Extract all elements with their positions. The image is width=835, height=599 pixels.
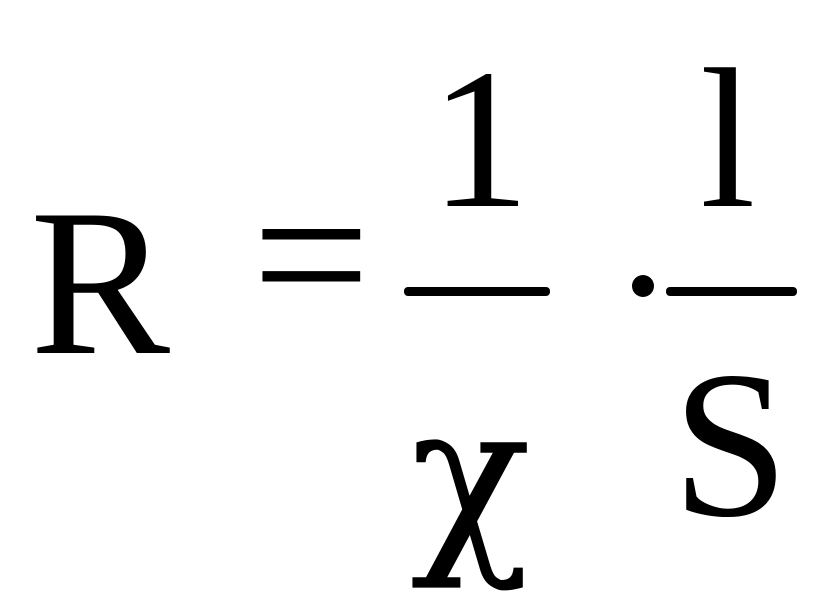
fraction2-bar — [666, 287, 797, 296]
fraction2-denominator: S — [672, 329, 789, 561]
fraction2-numerator: l — [700, 29, 756, 250]
fraction1-numerator: 1 — [430, 29, 530, 250]
fraction1-bar — [404, 287, 550, 296]
equals-sign: = — [252, 139, 371, 371]
multiplication-dot — [632, 275, 654, 297]
fraction1-denominator: χ — [410, 361, 532, 594]
resistance-symbol: R — [30, 167, 171, 399]
